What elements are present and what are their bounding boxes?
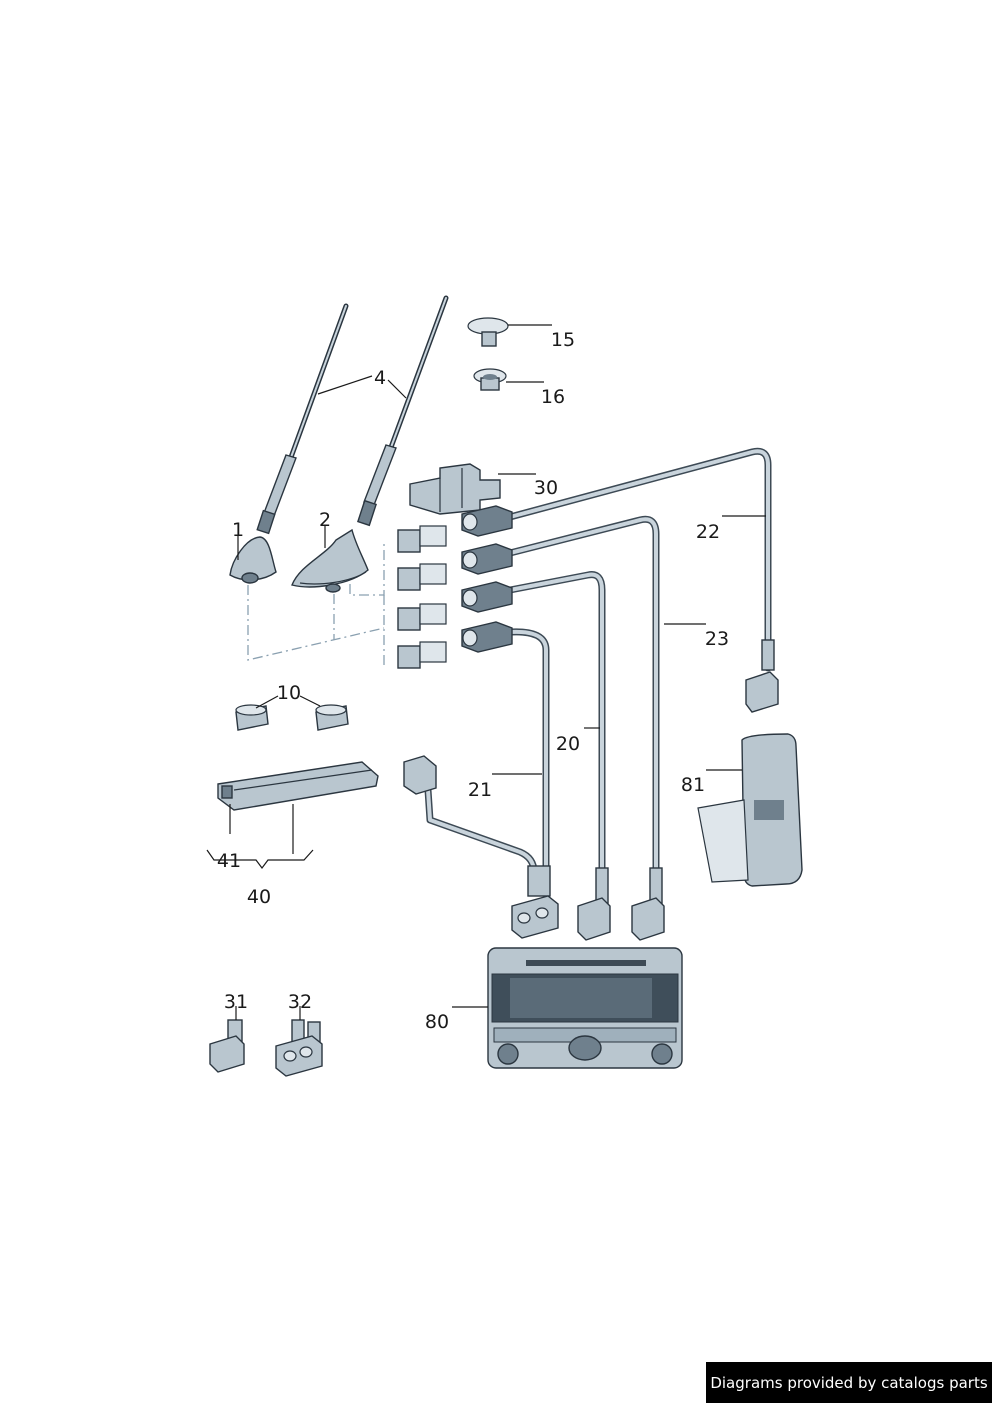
cap-15 — [467, 317, 509, 347]
radio-unit-80 — [487, 947, 683, 1069]
cable-22 — [506, 447, 779, 713]
antenna-rod-left — [256, 303, 349, 535]
callout-2: 2 — [319, 509, 331, 531]
callout-16: 16 — [541, 386, 565, 408]
callout-23: 23 — [705, 628, 729, 650]
callout-41: 41 — [217, 850, 241, 872]
antenna-base-2 — [291, 528, 369, 593]
plug-adapters — [397, 525, 447, 669]
callout-32: 32 — [288, 991, 312, 1013]
callout-31: 31 — [224, 991, 248, 1013]
callout-20: 20 — [556, 733, 580, 755]
cable-21 — [403, 628, 559, 939]
connector-31 — [209, 1019, 245, 1073]
callout-1: 1 — [232, 519, 244, 541]
amplifier-bar-40 — [217, 761, 379, 811]
callout-22: 22 — [696, 521, 720, 543]
footer-credit-text: Diagrams provided by catalogs parts — [710, 1373, 988, 1392]
cable-connector-heads — [461, 505, 513, 653]
callout-30: 30 — [534, 477, 558, 499]
callout-80: 80 — [425, 1011, 449, 1033]
callout-81: 81 — [681, 774, 705, 796]
footer-credit: Diagrams provided by catalogs parts — [706, 1362, 992, 1403]
callout-15: 15 — [551, 329, 575, 351]
clip-10-right — [315, 704, 349, 731]
callout-40: 40 — [247, 886, 271, 908]
connector-32 — [275, 1019, 323, 1077]
clip-10-left — [235, 704, 269, 731]
bracket-30 — [409, 463, 501, 515]
antenna-rod-right — [357, 295, 449, 527]
cable-23 — [506, 515, 665, 941]
callout-10: 10 — [277, 682, 301, 704]
holder-81 — [697, 733, 803, 887]
connection-dash-lines — [247, 540, 385, 665]
callout-21: 21 — [468, 779, 492, 801]
cable-20 — [506, 571, 611, 941]
leader-lines — [206, 324, 766, 1020]
antenna-base-1 — [229, 536, 277, 584]
callout-4: 4 — [374, 367, 386, 389]
grommet-16 — [473, 368, 507, 391]
